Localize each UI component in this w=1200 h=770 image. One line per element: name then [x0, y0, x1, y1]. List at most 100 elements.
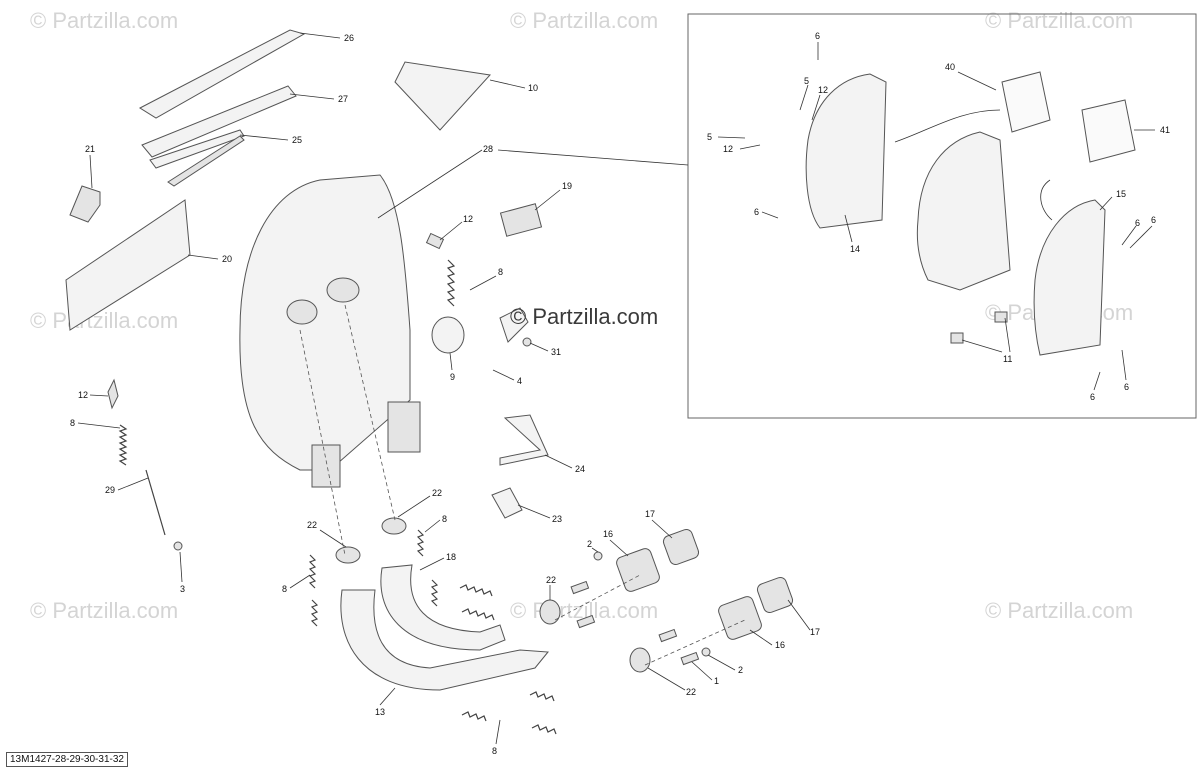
- muffler-mount-left: [311, 444, 341, 488]
- part-1-bolt: [576, 614, 596, 629]
- callout-22: 22: [432, 488, 442, 498]
- part-1-bolt: [680, 651, 700, 666]
- leader-17a: [651, 519, 673, 539]
- leader-17b: [787, 599, 811, 631]
- leader-12b: [89, 394, 109, 397]
- callout-17: 17: [810, 627, 820, 637]
- leader-inset-15: [1040, 179, 1053, 221]
- leader-13: [379, 687, 396, 706]
- part-12-clip: [107, 378, 119, 410]
- part-16-flange: [718, 596, 762, 640]
- callout-27: 27: [338, 94, 348, 104]
- leader-22d: [647, 667, 686, 691]
- leader-inset: [961, 339, 1003, 353]
- leader-10: [489, 79, 526, 89]
- callout-22: 22: [307, 520, 317, 530]
- leader-inset: [1004, 317, 1011, 353]
- leader-3: [179, 551, 183, 583]
- leader-inset: [739, 144, 761, 150]
- part-8-spring: [461, 711, 487, 722]
- leader-inset: [1121, 225, 1137, 246]
- callout-8: 8: [492, 746, 497, 756]
- part-11-bumper: [950, 332, 964, 344]
- callout-6: 6: [754, 207, 759, 217]
- leader-28: [377, 149, 483, 219]
- leader-8d: [289, 574, 311, 589]
- callout-6: 6: [1151, 215, 1156, 225]
- leader-29: [117, 477, 149, 491]
- callout-12: 12: [78, 390, 88, 400]
- leader-25: [239, 134, 289, 141]
- callout-12: 12: [818, 85, 828, 95]
- callout-8: 8: [442, 514, 447, 524]
- callout-29: 29: [105, 485, 115, 495]
- diagram-code: 13M1427-28-29-30-31-32: [6, 752, 128, 767]
- watermark: © Partzilla.com: [510, 8, 659, 33]
- part-19-rubber-block: [499, 203, 543, 237]
- callout-6: 6: [815, 31, 820, 41]
- watermark-center: © Partzilla.com: [510, 304, 659, 329]
- part-14-muffler-cover-inner: [805, 73, 887, 229]
- leader-16a: [609, 539, 629, 557]
- callout-41: 41: [1160, 125, 1170, 135]
- part-22-gasket-ring: [335, 546, 361, 564]
- leader-20: [187, 254, 219, 260]
- leader-inset: [957, 71, 997, 91]
- callout-40: 40: [945, 62, 955, 72]
- part-28-muffler: [239, 174, 411, 471]
- callout-26: 26: [344, 33, 354, 43]
- muffler-core-assembly: [916, 131, 1011, 291]
- callout-6: 6: [1124, 382, 1129, 392]
- callout-15: 15: [1116, 189, 1126, 199]
- part-13-exhaust-pipe: [340, 589, 549, 691]
- leader-21: [89, 154, 93, 189]
- leader-2b: [707, 654, 736, 671]
- callout-1: 1: [714, 676, 719, 686]
- part-26-heat-shield-strip: [138, 29, 306, 119]
- leader-inset: [761, 211, 779, 219]
- callout-24: 24: [575, 464, 585, 474]
- part-8-spring: [446, 259, 456, 307]
- leader-inset: [1121, 349, 1127, 381]
- leader-inset: [1129, 225, 1153, 249]
- callout-22: 22: [546, 575, 556, 585]
- watermark: © Partzilla.com: [30, 8, 179, 33]
- callout-23: 23: [552, 514, 562, 524]
- leader-inset: [811, 94, 821, 121]
- part-8-spring: [529, 691, 555, 702]
- callout-16: 16: [603, 529, 613, 539]
- callout-18: 18: [446, 552, 456, 562]
- part-27-heat-shield-strip: [141, 85, 297, 158]
- leader-inset: [799, 84, 809, 111]
- watermark: © Partzilla.com: [30, 598, 179, 623]
- part-8-spring: [531, 724, 557, 735]
- watermark: © Partzilla.com: [985, 8, 1134, 33]
- detail-inset-box: [687, 13, 1197, 419]
- part-25-seal-strip-edge: [167, 135, 245, 187]
- callout-13: 13: [375, 707, 385, 717]
- watermark: © Partzilla.com: [985, 598, 1134, 623]
- muffler-outlet-left: [286, 299, 318, 325]
- part-41-insulation-pad: [1081, 99, 1136, 163]
- leader-1: [691, 661, 713, 681]
- part-8-spring: [310, 599, 319, 627]
- leader-4: [492, 369, 515, 381]
- leader-18: [419, 557, 445, 571]
- leader-8: [469, 275, 497, 291]
- callout-21: 21: [85, 144, 95, 154]
- part-16-flange: [616, 548, 660, 592]
- callout-4: 4: [517, 376, 522, 386]
- leader-12: [439, 221, 463, 241]
- watermark: © Partzilla.com: [30, 308, 179, 333]
- leader-2a: [591, 547, 599, 553]
- leader-19: [534, 189, 561, 211]
- callout-12: 12: [463, 214, 473, 224]
- callout-3: 3: [180, 584, 185, 594]
- callout-12: 12: [723, 144, 733, 154]
- callout-11: 11: [1003, 354, 1012, 364]
- part-17-gasket: [756, 576, 794, 614]
- callout-28: 28: [483, 144, 493, 154]
- assembly-line: [344, 304, 396, 521]
- part-21-bracket: [69, 185, 101, 223]
